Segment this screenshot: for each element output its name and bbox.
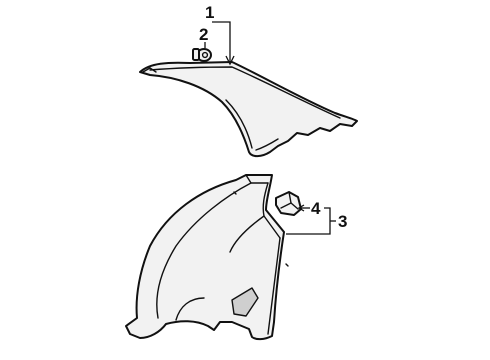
callout-4: 4 [297, 199, 321, 218]
push-clip-fastener [192, 48, 212, 62]
upper-quarter-trim-panel [139, 61, 358, 158]
callout-2-label: 2 [199, 25, 208, 44]
lower-quarter-trim-panel [125, 174, 285, 341]
callout-4-label: 4 [311, 199, 321, 218]
callout-3: 3 [286, 207, 347, 235]
callout-3-label: 3 [338, 212, 347, 231]
callout-1: 1 [205, 3, 235, 66]
callout-2: 2 [199, 25, 208, 48]
trim-retainer-clip [275, 191, 302, 216]
callout-1-label: 1 [205, 3, 214, 22]
callout-1-leader [212, 21, 231, 62]
